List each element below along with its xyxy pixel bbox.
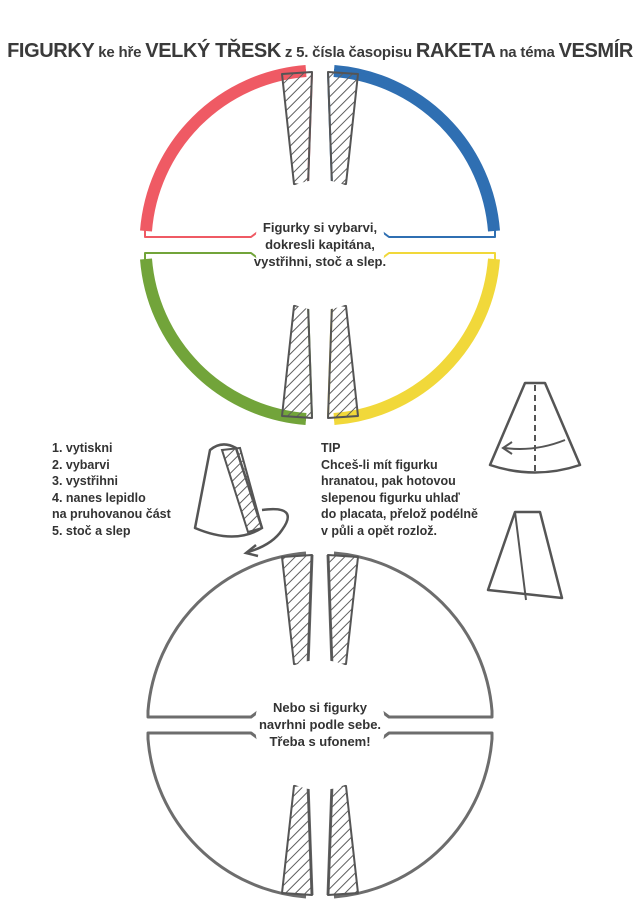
quadrant-outline: [146, 731, 314, 899]
quadrant-red: [140, 65, 313, 238]
arrow-head: [501, 441, 513, 455]
glue-strip: [281, 554, 313, 667]
step-item: 2. vybarvi: [52, 457, 110, 472]
top-circle-line: Figurky si vybarvi,: [262, 220, 378, 235]
bottom-circle-line: navrhni podle sebe.: [258, 717, 382, 732]
quadrant-outline-2: [146, 731, 314, 899]
colored-rim: [140, 258, 307, 425]
step-item: 5. stoč a slep: [52, 523, 131, 538]
title-part: FIGURKY: [7, 40, 95, 62]
bottom-circle-line: Třeba s ufonem!: [269, 734, 371, 749]
quadrant-outline: [326, 551, 494, 719]
tip-line: v půli a opět rozlož.: [321, 523, 437, 538]
step-item: 1. vytiskni: [52, 441, 113, 455]
glue-strip: [281, 71, 313, 187]
glue-strip: [281, 303, 313, 419]
title-part: z 5. čísla časopisu: [280, 44, 416, 61]
step-item: 3. vystřihni: [52, 474, 118, 488]
steps-list: 1. vytiskni 2. vybarvi 3. vystřihni 4. n…: [52, 440, 171, 539]
step-item: na pruhovanou část: [52, 507, 171, 521]
fold-arrow: [504, 439, 566, 450]
glue-strip: [327, 71, 359, 187]
quadrant-outline-3: [326, 731, 494, 899]
quadrant-outline: [327, 252, 496, 421]
bottom-circle-instructions: Nebo si figurky navrhni podle sebe. Třeb…: [235, 699, 405, 750]
top-circle-instructions: Figurky si vybarvi, dokresli kapitána, v…: [240, 219, 400, 270]
quadrant-yellow: [327, 252, 500, 425]
quadrant-blue: [327, 65, 500, 238]
cone-body: [486, 510, 564, 600]
tip-block: TIP Chceš-li mít figurku hranatou, pak h…: [321, 440, 478, 539]
title-part: VELKÝ TŘESK: [145, 40, 281, 62]
title-part: na téma: [495, 44, 559, 61]
center-bubble: [255, 660, 385, 790]
center-bubble: [255, 180, 385, 310]
glue-strip: [327, 303, 359, 419]
roll-arrow: [247, 507, 289, 554]
quadrant-outline: [144, 252, 313, 421]
title-part: VESMÍR: [558, 40, 634, 62]
rolled-cone-sketch: [193, 443, 289, 558]
angular-cone-sketch: [486, 510, 564, 601]
tip-line: slepenou figurku uhlaď: [321, 490, 460, 505]
page-title: FIGURKY ke hře VELKÝ TŘESK z 5. čísla ča…: [0, 40, 640, 63]
top-circle-line: dokresli kapitána,: [265, 237, 375, 252]
quadrant-outline-1: [326, 551, 494, 719]
quadrant-outline: [144, 69, 313, 238]
fold-cone-sketch: [488, 381, 582, 475]
tip-line: Chceš-li mít figurku: [321, 457, 438, 472]
bottom-circle-line: Nebo si figurky: [273, 700, 367, 715]
top-circle-line: vystřihni, stoč a slep.: [253, 254, 387, 269]
glue-strip: [327, 783, 359, 896]
cone-glue-strip: [220, 446, 264, 534]
step-item: 4. nanes lepidlo: [52, 490, 146, 505]
glue-strip: [281, 783, 313, 896]
title-part: RAKETA: [415, 40, 496, 62]
cone-edge: [514, 511, 527, 601]
tip-heading: TIP: [321, 441, 341, 455]
tip-line: hranatou, pak hotovou: [321, 474, 456, 488]
tip-line: do placata, přelož podélně: [321, 507, 478, 521]
colored-rim: [333, 65, 500, 232]
quadrant-green: [140, 252, 313, 425]
quadrant-outline: [146, 551, 314, 719]
glue-strip: [327, 554, 359, 667]
arrow-head: [243, 544, 259, 558]
quadrant-outline-0: [146, 551, 314, 719]
colored-rim: [140, 65, 307, 232]
quadrant-outline: [327, 69, 496, 238]
quadrant-outline: [326, 731, 494, 899]
colored-rim: [333, 258, 500, 425]
title-part: ke hře: [94, 44, 146, 61]
